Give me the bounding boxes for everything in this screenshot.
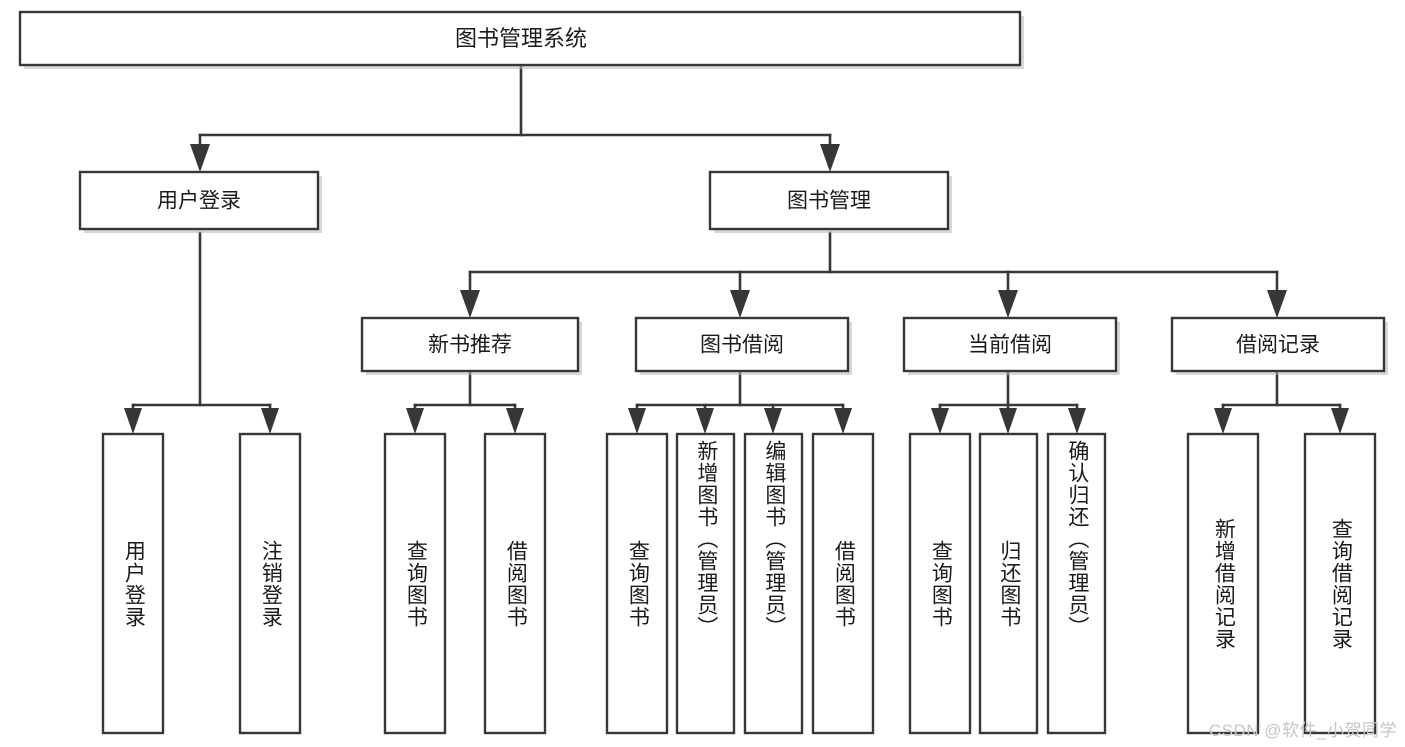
arrow-bookborrow-leaf-4: [834, 408, 852, 434]
csdn-watermark: CSDN @软件_小贺同学: [1208, 721, 1397, 740]
leaf-user-login-2[interactable]: [238, 432, 302, 735]
arrow-currentborrow-leaf-1: [931, 408, 949, 434]
node-book-management-rect: [708, 170, 950, 231]
connector-group-borrowrecord: [1214, 371, 1349, 434]
node-root-label: 图书管理系统: [455, 26, 587, 51]
node-new-book-recommend[interactable]: 新书推荐: [360, 316, 582, 375]
arrow-userlogin-leaf-2: [261, 408, 279, 434]
connector-group-currentborrow: [931, 371, 1086, 434]
leaf-borrow-record-2-rect: [1303, 432, 1377, 735]
leaf-current-borrow-2-rect: [978, 432, 1039, 735]
node-current-borrow-label: 当前借阅: [968, 334, 1052, 357]
leaf-borrow-record-1[interactable]: [1186, 432, 1260, 735]
leaf-borrow-record-2[interactable]: [1303, 432, 1377, 735]
node-current-borrow[interactable]: 当前借阅: [902, 316, 1120, 375]
node-root-rect: [18, 10, 1022, 67]
node-borrow-record[interactable]: 借阅记录: [1170, 316, 1388, 375]
node-book-management-label: 图书管理: [787, 190, 871, 213]
leaf-user-login-1-rect: [101, 432, 165, 735]
leaf-current-borrow-1[interactable]: [908, 432, 972, 735]
arrow-currentborrow-leaf-3: [1068, 408, 1086, 434]
leaf-book-borrow-3-rect: [743, 432, 804, 735]
leaf-book-borrow-2-rect: [675, 432, 736, 735]
arrow-newbook-leaf-1: [406, 408, 424, 434]
leaf-book-borrow-4-rect: [811, 432, 875, 735]
node-book-borrow-rect: [634, 316, 850, 373]
node-user-login[interactable]: 用户登录: [78, 170, 322, 233]
arrow-bookborrow-leaf-3: [764, 408, 782, 434]
arrow-bookborrow-leaf-2: [696, 408, 714, 434]
leaf-current-borrow-3[interactable]: [1046, 432, 1107, 735]
connector-group-bookborrow: [628, 371, 852, 434]
arrow-userlogin-leaf-1: [124, 408, 142, 434]
leaf-book-borrow-4[interactable]: [811, 432, 875, 735]
node-new-book-recommend-label: 新书推荐: [428, 334, 512, 357]
arrow-bookmgmt-to-record: [1267, 290, 1287, 318]
leaf-borrow-record-1-rect: [1186, 432, 1260, 735]
leaf-current-borrow-3-rect: [1046, 432, 1107, 735]
arrow-bookmgmt-to-borrow: [730, 290, 750, 318]
node-book-borrow-label: 图书借阅: [700, 334, 784, 357]
arrow-bookmgmt-to-new: [460, 290, 480, 318]
node-current-borrow-rect: [902, 316, 1118, 373]
connector-group-root: [190, 65, 840, 172]
node-root[interactable]: 图书管理系统: [18, 10, 1024, 69]
arrow-root-to-userlogin: [190, 144, 210, 172]
leaf-book-borrow-3[interactable]: [743, 432, 804, 735]
arrow-borrowrecord-leaf-1: [1214, 408, 1232, 434]
leaf-new-book-1-rect: [383, 432, 447, 735]
node-user-login-rect: [78, 170, 320, 231]
leaf-new-book-1[interactable]: [383, 432, 447, 735]
node-user-login-label: 用户登录: [157, 190, 241, 213]
leaf-book-borrow-1[interactable]: [605, 432, 669, 735]
connector-group-userlogin: [124, 231, 279, 434]
leaf-user-login-2-rect: [238, 432, 302, 735]
leaf-new-book-2[interactable]: [483, 432, 547, 735]
leaf-new-book-2-rect: [483, 432, 547, 735]
arrow-root-to-bookmgmt: [820, 144, 840, 172]
arrow-bookmgmt-to-current: [998, 290, 1018, 318]
leaf-user-login-1[interactable]: [101, 432, 165, 735]
leaf-current-borrow-1-rect: [908, 432, 972, 735]
node-book-management[interactable]: 图书管理: [708, 170, 952, 233]
arrow-currentborrow-leaf-2: [999, 408, 1017, 434]
arrow-bookborrow-leaf-1: [628, 408, 646, 434]
arrow-newbook-leaf-2: [506, 408, 524, 434]
arrow-borrowrecord-leaf-2: [1331, 408, 1349, 434]
node-borrow-record-label: 借阅记录: [1236, 334, 1320, 357]
node-borrow-record-rect: [1170, 316, 1386, 373]
node-book-borrow[interactable]: 图书借阅: [634, 316, 852, 375]
leaf-current-borrow-2[interactable]: [978, 432, 1039, 735]
node-new-book-recommend-rect: [360, 316, 580, 373]
leaf-book-borrow-1-rect: [605, 432, 669, 735]
connector-group-bookmgmt: [460, 231, 1287, 318]
leaf-book-borrow-2[interactable]: [675, 432, 736, 735]
connector-group-newbook: [406, 371, 524, 434]
